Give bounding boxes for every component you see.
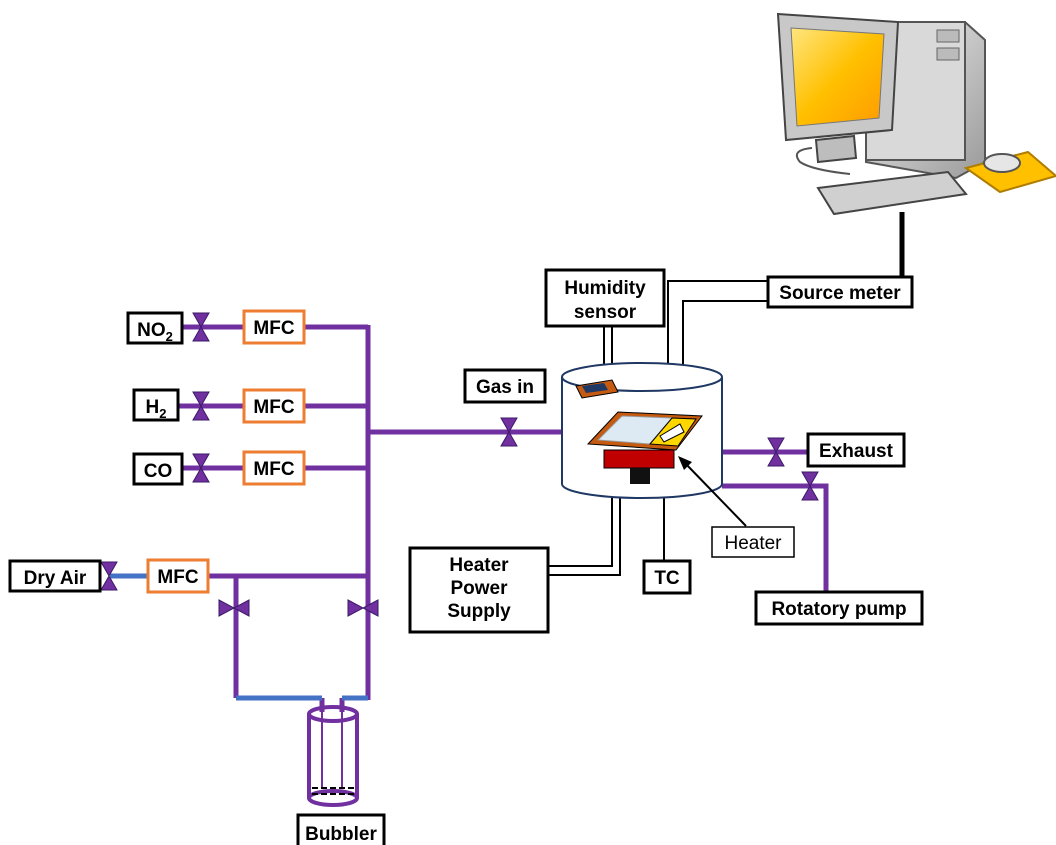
- sensor-stage: [586, 411, 703, 451]
- source-meter-box: [766, 275, 914, 309]
- mfc-dry-air[interactable]: [146, 558, 210, 594]
- computer-monitor: [776, 12, 900, 164]
- humidity-sensor-label-line2: sensor: [574, 302, 637, 323]
- valve-pump[interactable]: [801, 471, 819, 501]
- rotatory-pump-label: Rotatory pump: [771, 599, 906, 620]
- heater-pointer: [683, 461, 747, 527]
- h2-box: [132, 388, 180, 422]
- heater-arrowhead: [678, 456, 692, 470]
- gas-in-box: [463, 368, 547, 404]
- valve-exhaust[interactable]: [767, 437, 785, 467]
- humidity-sensor-chip: [575, 379, 619, 399]
- mfc-co[interactable]: [242, 450, 306, 486]
- h2-label: H2: [146, 397, 167, 421]
- mfc-h2[interactable]: [242, 388, 306, 424]
- source-meter-label: Source meter: [779, 283, 901, 304]
- dry-air-label: Dry Air: [24, 568, 87, 589]
- bubbler-label: Bubbler: [305, 824, 377, 845]
- mfc-no2-label: MFC: [253, 318, 294, 339]
- mouse-pad: [963, 150, 1056, 194]
- computer: [776, 12, 1056, 216]
- heater-box: [711, 526, 795, 558]
- tc-label: TC: [654, 568, 680, 589]
- no2-subscript: 2: [166, 329, 173, 344]
- valve-dry-air[interactable]: [100, 561, 118, 591]
- heater-power-supply-line1: Heater: [449, 555, 509, 576]
- exhaust-label: Exhaust: [819, 441, 894, 462]
- computer-keyboard: [816, 170, 968, 216]
- co-label: CO: [144, 461, 173, 482]
- heater-power-supply-box: [408, 546, 550, 634]
- humidity-sensor-label-line1: Humidity: [564, 278, 646, 299]
- tc-box: [642, 559, 692, 595]
- exhaust-box: [806, 432, 906, 468]
- no2-label: NO2: [137, 320, 173, 344]
- heater-block: [603, 449, 675, 484]
- heater-power-supply-line3: Supply: [447, 601, 511, 622]
- heater-label: Heater: [724, 533, 782, 554]
- wires: [548, 212, 905, 576]
- rotatory-pump-box: [754, 590, 924, 626]
- gas-in-label: Gas in: [476, 377, 534, 398]
- bubbler-box: [296, 813, 386, 845]
- valve-bypass[interactable]: [347, 599, 379, 617]
- humidity-sensor-box: [544, 268, 666, 328]
- valve-gas-in[interactable]: [500, 417, 518, 447]
- bubbler-vessel: [307, 705, 359, 807]
- blue-lines: [110, 573, 368, 701]
- mfc-dry-air-label: MFC: [157, 567, 198, 588]
- valve-bubbler-inlet[interactable]: [218, 599, 250, 617]
- valve-co[interactable]: [192, 453, 210, 483]
- test-chamber: [561, 362, 723, 499]
- label-boxes: [8, 268, 924, 845]
- dry-air-box: [8, 559, 102, 593]
- heater-power-supply-line2: Power: [450, 578, 508, 599]
- mfc-boxes: [146, 309, 306, 594]
- mfc-h2-label: MFC: [253, 397, 294, 418]
- valve-h2[interactable]: [192, 391, 210, 421]
- no2-main: NO: [137, 320, 166, 341]
- h2-subscript: 2: [159, 406, 166, 421]
- co-box: [132, 452, 184, 486]
- valve-no2[interactable]: [192, 312, 210, 342]
- no2-box: [126, 311, 184, 345]
- valves: [100, 312, 819, 617]
- gas-lines: [178, 324, 829, 712]
- h2-main: H: [146, 397, 160, 418]
- mfc-co-label: MFC: [253, 459, 294, 480]
- mfc-no2[interactable]: [242, 309, 306, 345]
